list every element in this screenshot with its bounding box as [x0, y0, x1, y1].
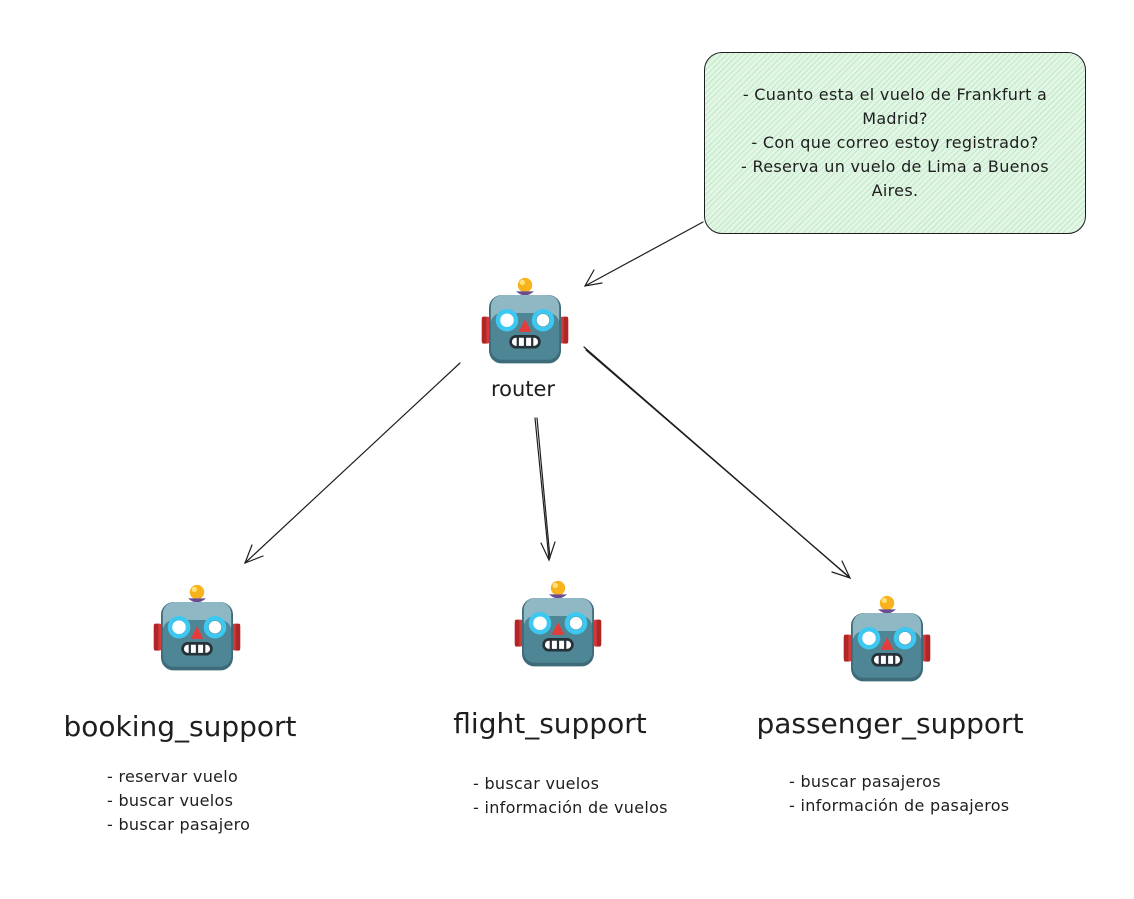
list-item: - buscar vuelos	[107, 791, 234, 810]
list-item: - información de pasajeros	[789, 796, 1010, 815]
booking-support-label: booking_support	[63, 710, 297, 743]
arrow-note-to-router	[584, 221, 704, 287]
arrow-router-to-booking	[244, 362, 461, 564]
list-item: - información de vuelos	[473, 798, 668, 817]
arrowhead-router-to-flight	[540, 541, 556, 562]
booking-robot-icon	[152, 583, 242, 675]
list-item: - buscar pasajero	[107, 815, 251, 834]
flight-support-label: flight_support	[453, 707, 647, 740]
booking-support-list: - reservar vuelo - buscar vuelos - busca…	[107, 765, 250, 837]
arrow-router-to-flight	[534, 417, 550, 561]
arrowhead-router-to-passenger	[831, 560, 852, 580]
list-item: - buscar vuelos	[473, 774, 600, 793]
passenger-support-label: passenger_support	[756, 707, 1024, 740]
arrowhead-note-to-router	[583, 269, 603, 287]
arrowhead-router-to-booking	[243, 544, 264, 565]
note-line: Madrid?	[862, 109, 928, 128]
note-line: - Reserva un vuelo de Lima a Buenos	[741, 157, 1049, 176]
note-line: - Cuanto esta el vuelo de Frankfurt a	[742, 85, 1048, 104]
router-robot-icon	[480, 276, 570, 368]
flight-robot-icon	[513, 579, 603, 671]
note-line: Aires.	[871, 181, 919, 200]
passenger-support-list: - buscar pasajeros - información de pasa…	[789, 770, 1009, 818]
list-item: - reservar vuelo	[107, 767, 239, 786]
note-line: - Con que correo estoy registrado?	[751, 133, 1039, 152]
flight-support-list: - buscar vuelos - información de vuelos	[473, 772, 668, 820]
note-text: - Cuanto esta el vuelo de Frankfurt a Ma…	[741, 83, 1049, 203]
list-item: - buscar pasajeros	[789, 772, 941, 791]
question-note: - Cuanto esta el vuelo de Frankfurt a Ma…	[704, 52, 1086, 234]
passenger-robot-icon	[842, 594, 932, 686]
router-label: router	[490, 377, 556, 401]
